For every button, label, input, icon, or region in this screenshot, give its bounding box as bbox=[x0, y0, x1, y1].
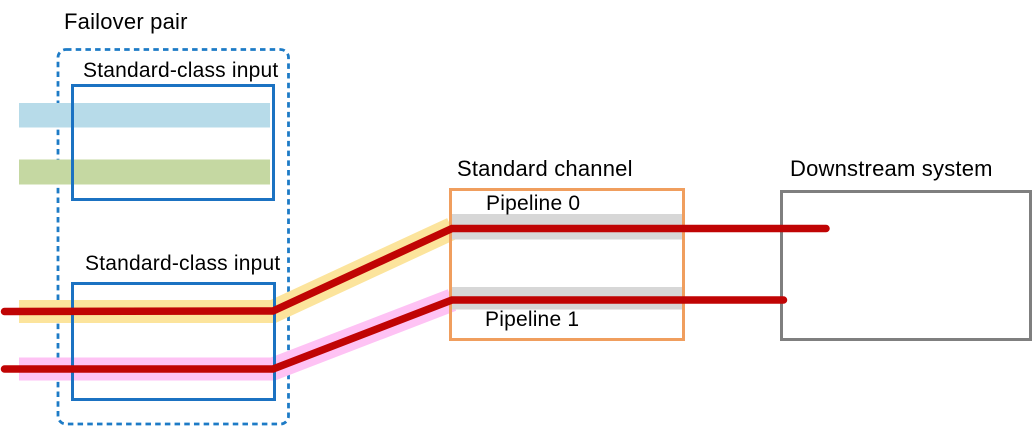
standard-class-input-box-top bbox=[71, 84, 275, 201]
pipeline-1-label: Pipeline 1 bbox=[485, 308, 580, 331]
standard-class-input-label-bottom: Standard-class input bbox=[85, 252, 281, 275]
stream-band-green bbox=[19, 159, 270, 185]
stream-band-blue bbox=[19, 103, 270, 128]
standard-channel-title: Standard channel bbox=[457, 156, 633, 181]
downstream-system-title: Downstream system bbox=[790, 156, 993, 181]
standard-class-input-label-top: Standard-class input bbox=[83, 59, 279, 82]
failover-pair-title: Failover pair bbox=[64, 9, 188, 34]
pipeline-0-label: Pipeline 0 bbox=[486, 192, 581, 215]
